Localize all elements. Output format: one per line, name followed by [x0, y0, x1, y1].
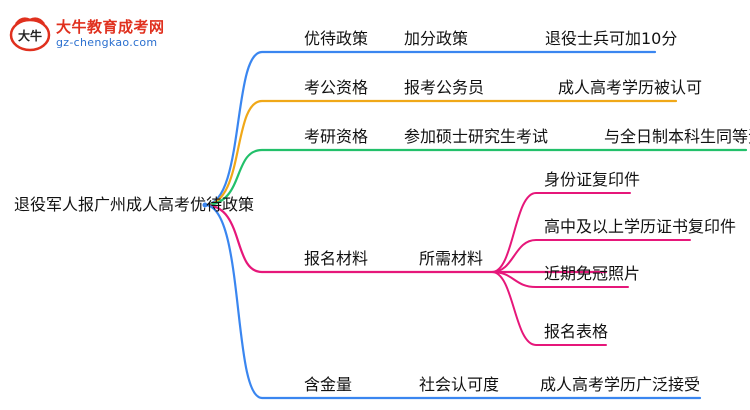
- branch-middle-2: 报考公务员: [404, 78, 485, 97]
- branch-connector-3: [203, 148, 748, 207]
- branch-label-5: 含金量: [304, 375, 353, 394]
- sub-connector-1: [491, 192, 631, 273]
- material-leaf-3: 近期免冠照片: [544, 264, 641, 283]
- branch-connector-2: [203, 99, 678, 207]
- branch-middle-5: 社会认可度: [419, 375, 500, 394]
- site-logo: 大牛 大牛教育成考网 gz-chengkao.com: [8, 14, 178, 54]
- branch-connector-5: [203, 203, 702, 400]
- logo-url: gz-chengkao.com: [56, 36, 158, 49]
- branch-leaf-2: 成人高考学历被认可: [558, 78, 703, 97]
- logo-mark-icon: 大牛: [9, 17, 51, 52]
- root-knob: [202, 202, 208, 208]
- material-leaf-2: 高中及以上学历证书复印件: [544, 217, 737, 236]
- branch-middle-4: 所需材料: [419, 249, 484, 268]
- material-leaf-4: 报名表格: [544, 322, 609, 341]
- root-topic: 退役军人报广州成人高考优待政策: [14, 195, 255, 214]
- branch-leaf-3: 与全日制本科生同等资格: [604, 127, 750, 146]
- branch-label-4: 报名材料: [304, 249, 369, 268]
- sub-connector-4: [491, 271, 607, 346]
- branch-label-2: 考公资格: [304, 78, 369, 97]
- branch-middle-3: 参加硕士研究生考试: [404, 127, 549, 146]
- branch-connector-4: [203, 203, 608, 274]
- branch-label-3: 考研资格: [304, 127, 369, 146]
- branch-label-1: 优待政策: [304, 29, 369, 48]
- sub-connector-3: [491, 271, 629, 288]
- branch-leaf-5: 成人高考学历广泛接受: [540, 375, 701, 394]
- branch-middle-1: 加分政策: [404, 29, 469, 48]
- logo-mark-text: 大牛: [18, 28, 42, 43]
- material-leaf-1: 身份证复印件: [544, 170, 641, 189]
- branch-leaf-1: 退役士兵可加10分: [545, 29, 678, 48]
- branch-connector-1: [203, 50, 657, 207]
- sub-connector-2: [491, 239, 691, 273]
- logo-title: 大牛教育成考网: [56, 18, 165, 36]
